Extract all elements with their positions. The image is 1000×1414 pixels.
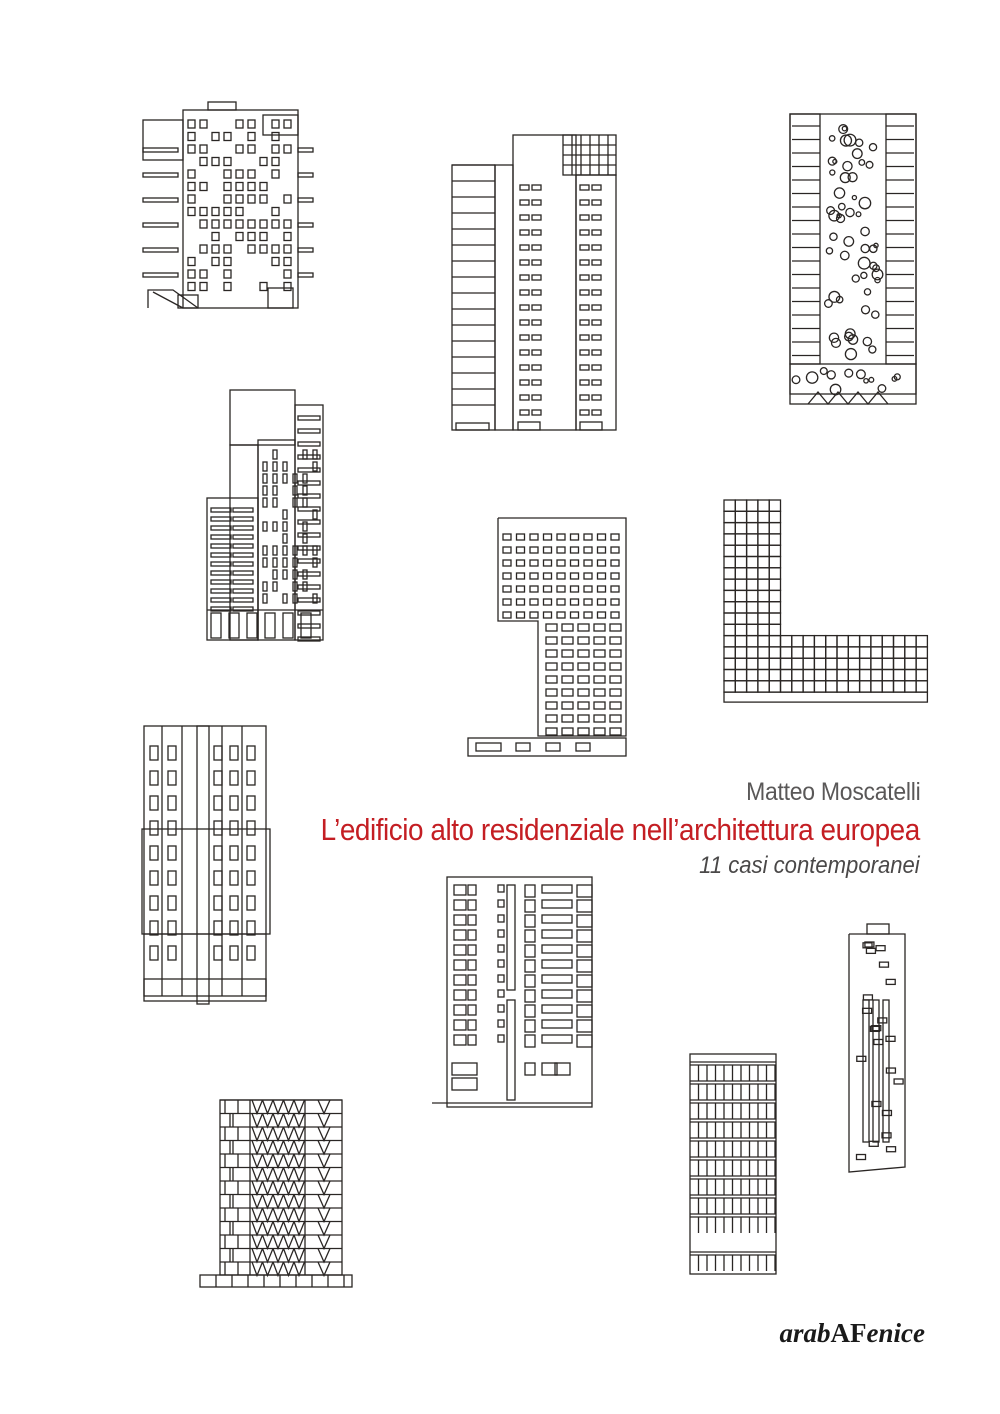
building-elevation-11 xyxy=(199,1098,355,1288)
building-elevation-5 xyxy=(466,516,631,761)
book-subtitle: 11 casi contemporanei xyxy=(699,852,920,879)
publisher-part-3: enice xyxy=(866,1318,925,1348)
building-elevation-9 xyxy=(847,922,907,1173)
building-elevation-6 xyxy=(722,498,932,710)
building-elevation-7 xyxy=(141,724,274,1005)
publisher-logo: arabAFenice xyxy=(780,1318,926,1349)
building-elevation-10 xyxy=(688,1052,778,1277)
book-title: L’edificio alto residenziale nell’archit… xyxy=(320,812,921,847)
building-elevation-8 xyxy=(432,875,597,1110)
publisher-part-1: arab xyxy=(779,1318,831,1348)
building-elevation-1 xyxy=(142,100,314,310)
building-elevation-2 xyxy=(450,130,620,435)
building-elevation-4 xyxy=(205,388,330,642)
publisher-part-2: AF xyxy=(830,1318,867,1348)
author-name: Matteo Moscatelli xyxy=(745,778,921,806)
building-elevation-3 xyxy=(788,112,918,407)
